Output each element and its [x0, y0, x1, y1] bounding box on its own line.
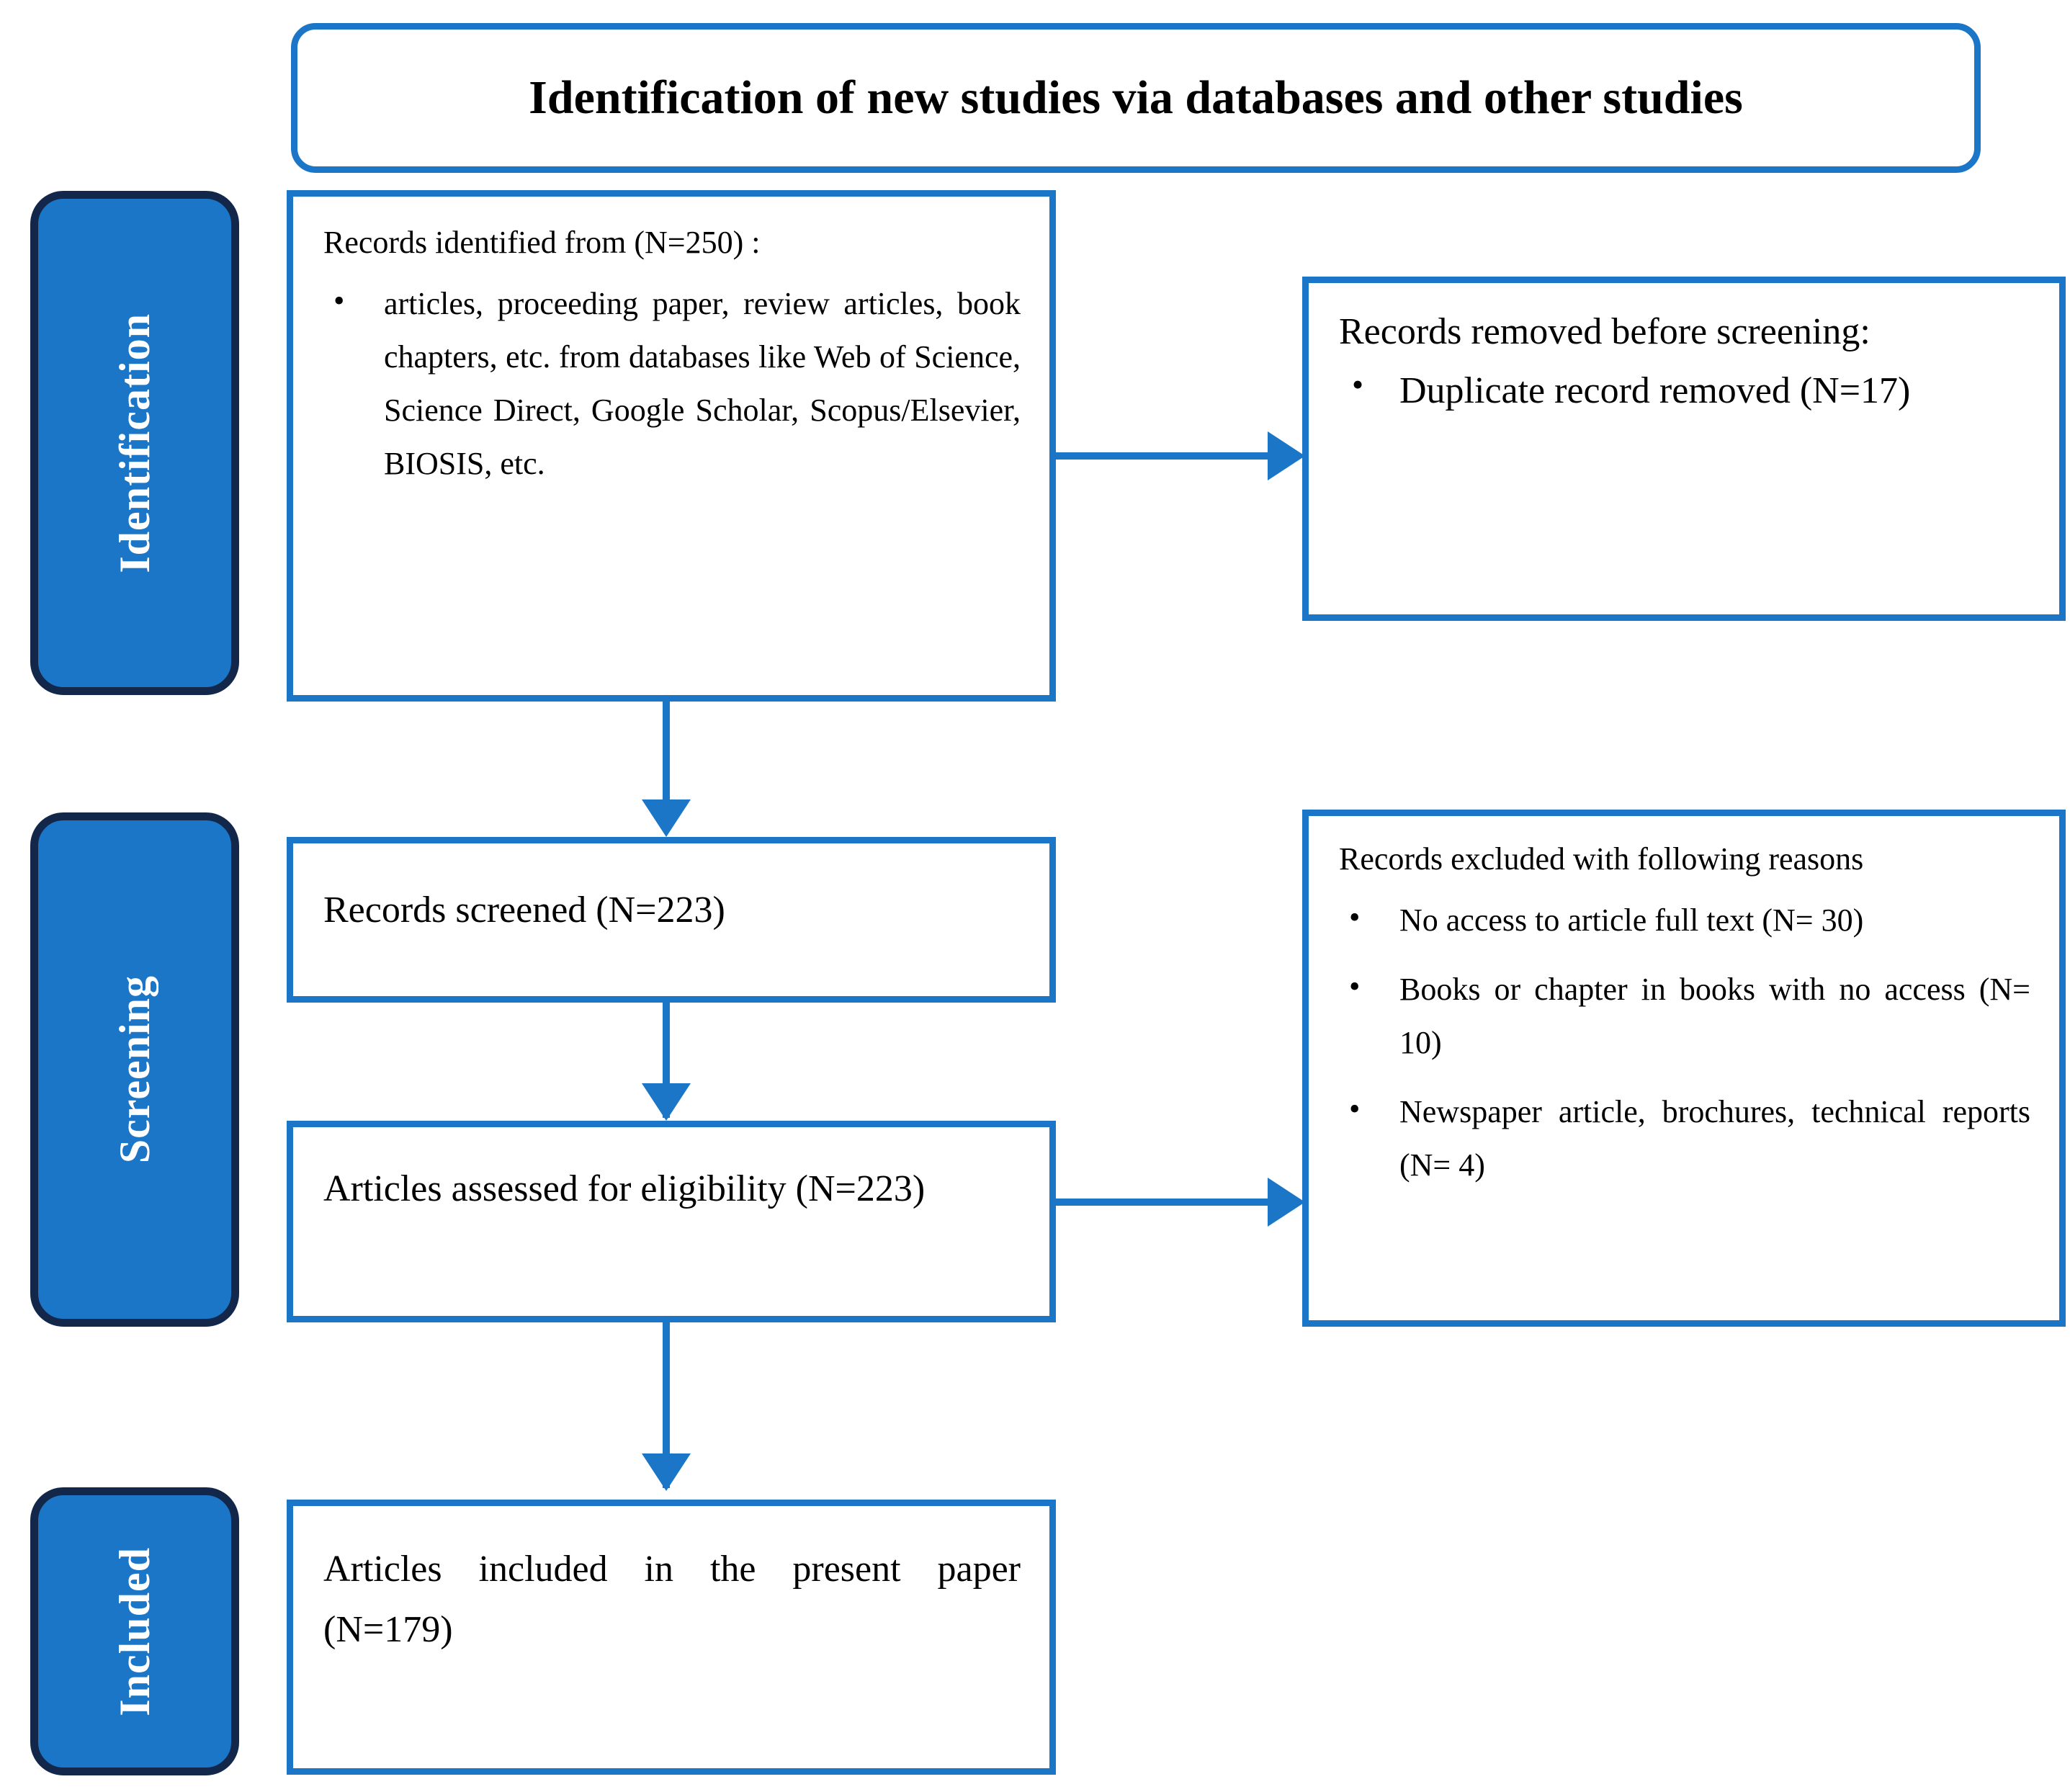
records-removed-lead: Records removed before screening:	[1339, 311, 1870, 352]
articles-assessed-text: Articles assessed for eligibility (N=223…	[323, 1168, 926, 1209]
list-item: No access to article full text (N= 30)	[1339, 891, 2030, 947]
list-item: Books or chapter in books with no access…	[1339, 960, 2030, 1070]
records-removed-bullets: Duplicate record removed (N=17)	[1339, 358, 2030, 421]
stage-tab-included-label: Included	[110, 1546, 158, 1716]
stage-tab-screening: Screening	[30, 812, 239, 1327]
stage-tab-screening-label: Screening	[110, 975, 158, 1164]
diagram-title-box: Identification of new studies via databa…	[291, 23, 1981, 173]
records-identified-lead: Records identified from (N=250) :	[323, 225, 761, 260]
connector-assessed-to-excluded	[1056, 1199, 1279, 1206]
stage-tab-included: Included	[30, 1487, 239, 1775]
connector-screened-to-assessed	[663, 1003, 670, 1118]
list-item: Duplicate record removed (N=17)	[1339, 358, 2030, 421]
stage-tab-identification: Identification	[30, 191, 239, 695]
node-records-excluded: Records excluded with following reasons …	[1302, 810, 2066, 1327]
arrowhead-screened-to-assessed	[642, 1083, 691, 1121]
arrowhead-assessed-to-excluded	[1268, 1178, 1305, 1227]
list-item: articles, proceeding paper, review artic…	[323, 274, 1021, 490]
stage-tab-identification-label: Identification	[110, 313, 158, 573]
records-identified-bullets: articles, proceeding paper, review artic…	[323, 274, 1021, 490]
connector-identified-to-removed	[1056, 452, 1279, 460]
page-title: Identification of new studies via databa…	[529, 71, 1743, 124]
connector-identified-to-screened	[663, 702, 670, 831]
articles-included-text: Articles included in the present paper (…	[323, 1549, 1021, 1651]
node-articles-assessed: Articles assessed for eligibility (N=223…	[287, 1121, 1056, 1322]
node-records-screened: Records screened (N=223)	[287, 837, 1056, 1003]
node-articles-included: Articles included in the present paper (…	[287, 1500, 1056, 1775]
records-screened-text: Records screened (N=223)	[323, 890, 725, 931]
arrowhead-assessed-to-included	[642, 1453, 691, 1491]
records-excluded-lead: Records excluded with following reasons	[1339, 841, 1864, 877]
arrowhead-identified-to-removed	[1268, 431, 1305, 480]
records-excluded-bullets: No access to article full text (N= 30) B…	[1339, 891, 2030, 1192]
node-records-identified: Records identified from (N=250) : articl…	[287, 190, 1056, 702]
arrowhead-identified-to-screened	[642, 799, 691, 837]
node-records-removed: Records removed before screening: Duplic…	[1302, 277, 2066, 621]
connector-assessed-to-included	[663, 1322, 670, 1488]
list-item: Newspaper article, brochures, technical …	[1339, 1083, 2030, 1192]
